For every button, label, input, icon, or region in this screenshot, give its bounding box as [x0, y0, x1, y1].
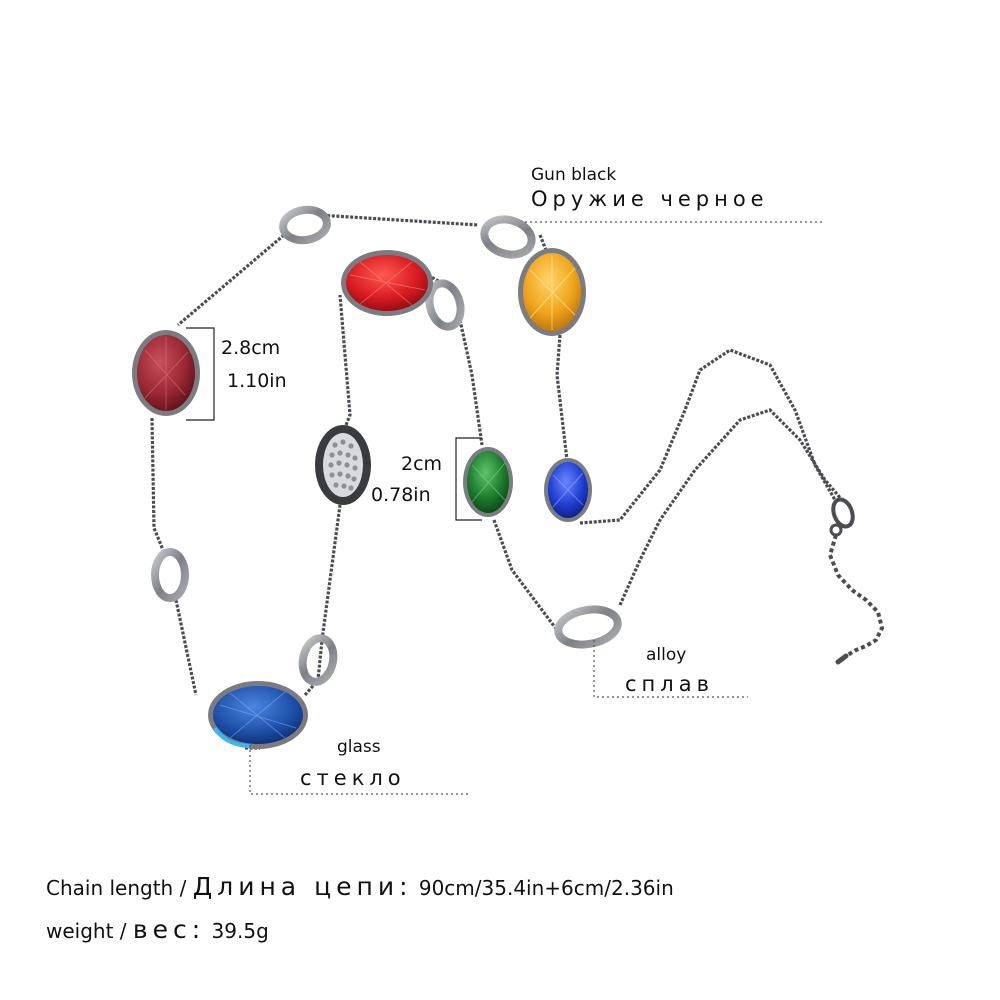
weight-label-ru: вес: [132, 915, 206, 944]
size-small-in: 0.78in [371, 484, 431, 506]
material-glass-en: glass [337, 737, 381, 757]
weight-value: 39.5g [211, 919, 269, 943]
stone-burgundy [132, 330, 200, 416]
alloy-rings [151, 205, 622, 686]
stone-amber [518, 248, 586, 336]
chain-length-label-en: Chain length / [46, 876, 187, 900]
material-alloy-ru: сплав [625, 672, 714, 696]
clasp [827, 497, 885, 665]
stone-sapphire [208, 681, 308, 749]
stone-black-pave [315, 425, 371, 505]
size-large-cm: 2.8cm [221, 337, 281, 359]
chain-length-label-ru: Длина цепи: [192, 872, 413, 901]
material-glass-ru: стекло [300, 766, 406, 790]
stone-green [463, 447, 513, 517]
finish-label-en: Gun black [531, 165, 617, 185]
size-large-in: 1.10in [227, 370, 287, 392]
weight-line: weight / вес: 39.5g [46, 915, 269, 944]
size-small-cm: 2cm [401, 453, 443, 475]
bracket-large [186, 327, 215, 421]
bracket-small [455, 437, 482, 521]
leader-alloy [593, 640, 748, 698]
chain-length-value: 90cm/35.4in+6cm/2.36in [418, 876, 674, 900]
stone-blue [544, 458, 592, 522]
material-alloy-en: alloy [646, 645, 687, 665]
chain-length-line: Chain length / Длина цепи: 90cm/35.4in+6… [46, 872, 674, 901]
weight-label-en: weight / [46, 919, 127, 943]
finish-label-ru: Оружие черное [531, 187, 769, 211]
leader-glass [249, 745, 468, 795]
stone-red [341, 250, 433, 316]
